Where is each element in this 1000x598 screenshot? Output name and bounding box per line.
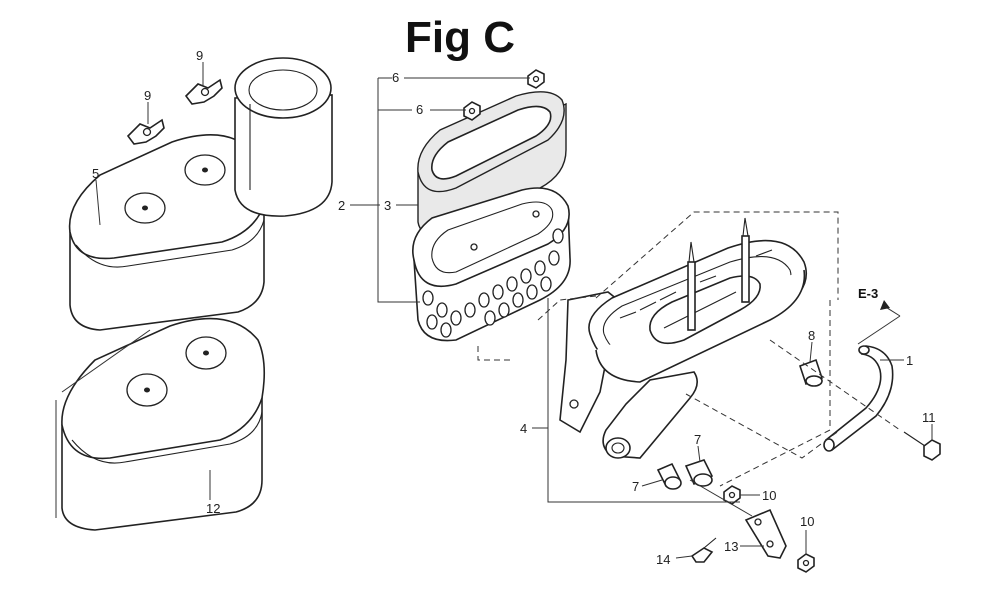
- part-5-upper-cover: [68, 134, 266, 331]
- part-12-lower-cover: [61, 317, 266, 531]
- callout-14: 14: [656, 552, 670, 567]
- callout-10-lower: 10: [800, 514, 814, 529]
- part-9-wing-nut-left: [126, 118, 165, 145]
- callout-3: 3: [384, 198, 391, 213]
- callout-7-upper: 7: [694, 432, 701, 447]
- callout-9-right: 9: [196, 48, 203, 63]
- part-7-collar-lower: [656, 462, 682, 490]
- figure-title: Fig C: [405, 13, 515, 62]
- part-11-bolt: [903, 431, 941, 461]
- part-13-stay: [744, 508, 787, 559]
- callout-13: 13: [724, 539, 738, 554]
- part-6-nut-upper: [527, 69, 545, 89]
- part-2-paper-element: [412, 187, 571, 342]
- callout-2: 2: [338, 198, 345, 213]
- callout-9-left: 9: [144, 88, 151, 103]
- callout-11: 11: [922, 410, 936, 425]
- callout-10-upper: 10: [762, 488, 776, 503]
- part-7-collar-upper: [684, 459, 714, 487]
- callout-1: 1: [906, 353, 913, 368]
- callout-5: 5: [92, 166, 99, 181]
- paper-element-perforations: [422, 228, 564, 338]
- callout-4: 4: [520, 421, 527, 436]
- part-4-air-cleaner-base: [559, 217, 808, 459]
- callout-12: 12: [206, 501, 220, 516]
- leader-lines: [55, 62, 933, 559]
- part-3-foam-element: [417, 91, 567, 237]
- callout-labels: 12 5 9 9 6 6 2 3 4 7 7 8 10 10 11 1 13 1…: [92, 48, 936, 567]
- intake-snorkel: [234, 57, 333, 217]
- part-6-nut-lower: [463, 101, 481, 121]
- callout-8: 8: [808, 328, 815, 343]
- part-8-spacer: [798, 358, 824, 387]
- callout-7-lower: 7: [632, 479, 639, 494]
- callout-6-upper: 6: [392, 70, 399, 85]
- part-10-nut-lower: [797, 553, 815, 573]
- reference-label-e3: E-3: [858, 286, 878, 301]
- part-14-clip: [690, 537, 717, 563]
- part-1-breather-tube: [823, 345, 894, 452]
- callout-6-lower: 6: [416, 102, 423, 117]
- part-9-wing-nut-right: [184, 78, 223, 105]
